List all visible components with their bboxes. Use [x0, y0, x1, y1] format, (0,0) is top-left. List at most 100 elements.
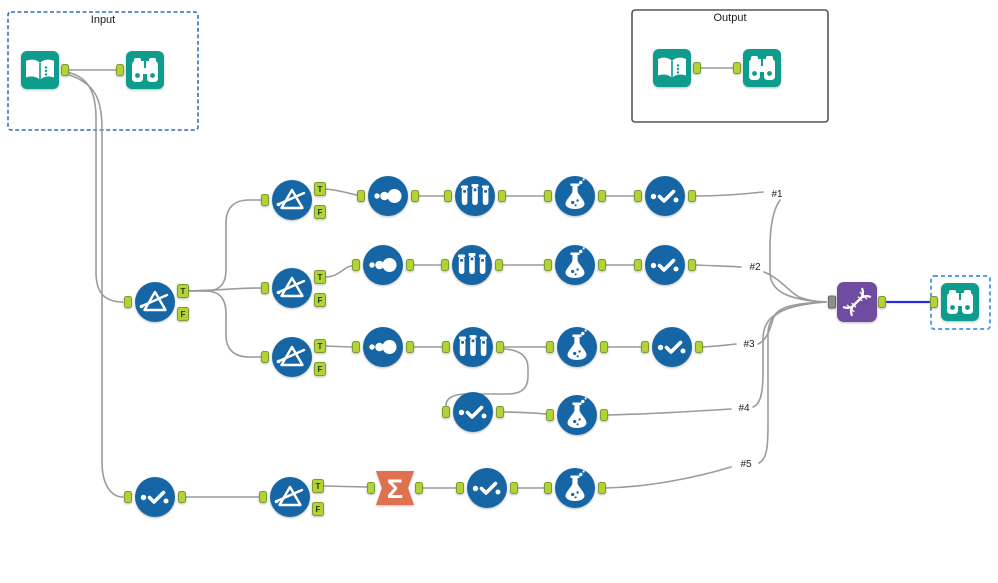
input-anchor[interactable]	[442, 406, 450, 418]
connection-mainfilter-to-filter1[interactable]	[187, 199, 263, 292]
input-anchor[interactable]	[546, 409, 554, 421]
input-anchor[interactable]	[124, 491, 132, 503]
output-container[interactable]	[631, 9, 829, 123]
tool-filter-1[interactable]: T F	[261, 178, 326, 222]
tool-sample-2[interactable]	[352, 245, 414, 285]
input-anchor[interactable]	[544, 190, 552, 202]
connection-row3-to-label3[interactable]	[702, 343, 737, 348]
output-anchor[interactable]	[411, 190, 419, 202]
tool-filter-3[interactable]: T F	[261, 335, 326, 379]
funnel-triangle-icon	[270, 266, 314, 310]
tool-create-samples-1[interactable]	[444, 176, 506, 216]
wireless-label-1[interactable]: #1	[771, 189, 783, 200]
true-anchor-label: T	[318, 342, 323, 351]
output-anchor[interactable]	[688, 259, 696, 271]
output-anchor[interactable]	[496, 406, 504, 418]
output-anchor[interactable]	[878, 296, 886, 308]
connection-row3-a[interactable]	[324, 345, 353, 348]
tool-filter-5[interactable]: T F	[259, 475, 324, 519]
output-anchor[interactable]	[598, 482, 606, 494]
output-anchor[interactable]	[693, 62, 701, 74]
tool-sample-1[interactable]	[357, 176, 419, 216]
input-container[interactable]	[7, 11, 199, 131]
tool-browse-final[interactable]	[930, 283, 980, 321]
tool-select-5a[interactable]	[124, 475, 186, 519]
tool-merge-macro[interactable]	[828, 280, 886, 324]
tool-select-1[interactable]	[634, 174, 696, 218]
tool-formula-4[interactable]	[546, 395, 608, 435]
output-anchor[interactable]	[178, 491, 186, 503]
input-anchor[interactable]	[828, 295, 836, 309]
output-anchor[interactable]	[406, 341, 414, 353]
connection-label4-to-merge[interactable]	[752, 301, 827, 408]
connection-row3-to-row4[interactable]	[445, 348, 529, 408]
tool-filter-2[interactable]: T F	[261, 266, 326, 310]
connection-row4-to-label4[interactable]	[607, 408, 732, 416]
tool-select-5b[interactable]	[456, 466, 518, 510]
input-anchor[interactable]	[456, 482, 464, 494]
input-anchor[interactable]	[367, 482, 375, 494]
input-anchor[interactable]	[444, 190, 452, 202]
connection-row2-to-label2[interactable]	[695, 264, 742, 268]
output-anchor[interactable]	[510, 482, 518, 494]
input-anchor[interactable]	[357, 190, 365, 202]
input-anchor[interactable]	[442, 341, 450, 353]
connection-row5-b[interactable]	[322, 485, 368, 488]
connection-row1-to-label1[interactable]	[695, 191, 764, 197]
output-anchor[interactable]	[600, 341, 608, 353]
output-anchor[interactable]	[688, 190, 696, 202]
input-anchor[interactable]	[441, 259, 449, 271]
tool-summarize-5[interactable]: Σ	[367, 471, 423, 505]
input-anchor[interactable]	[259, 491, 267, 503]
output-anchor[interactable]	[600, 409, 608, 421]
input-anchor[interactable]	[124, 296, 132, 308]
connection-row2-a[interactable]	[324, 265, 353, 278]
wireless-label-3[interactable]: #3	[743, 339, 755, 350]
input-anchor[interactable]	[634, 259, 642, 271]
connection-input-to-main-filter[interactable]	[65, 71, 124, 303]
connection-label1-to-merge[interactable]	[769, 199, 827, 303]
wireless-label-5[interactable]: #5	[740, 459, 752, 470]
input-anchor[interactable]	[352, 259, 360, 271]
output-anchor[interactable]	[61, 64, 69, 76]
input-anchor[interactable]	[352, 341, 360, 353]
output-anchor[interactable]	[496, 341, 504, 353]
output-anchor[interactable]	[598, 190, 606, 202]
tool-select-3[interactable]	[641, 325, 703, 369]
tool-select-4[interactable]	[442, 390, 504, 434]
connection-row4-a[interactable]	[503, 411, 547, 415]
tool-formula-1[interactable]	[544, 176, 606, 216]
wireless-label-2[interactable]: #2	[749, 262, 761, 273]
tool-formula-2[interactable]	[544, 245, 606, 285]
tool-sample-3[interactable]	[352, 327, 414, 367]
connection-row5-to-label5[interactable]	[605, 466, 732, 489]
tool-filter-main[interactable]: T F	[124, 280, 189, 324]
connection-row1-a[interactable]	[324, 188, 358, 196]
output-anchor[interactable]	[695, 341, 703, 353]
input-anchor[interactable]	[733, 62, 741, 74]
input-anchor[interactable]	[261, 351, 269, 363]
connection-mainfilter-to-filter3[interactable]	[187, 290, 263, 358]
output-anchor[interactable]	[498, 190, 506, 202]
input-anchor[interactable]	[930, 296, 938, 308]
wireless-label-4[interactable]: #4	[738, 403, 750, 414]
input-anchor[interactable]	[261, 282, 269, 294]
input-anchor[interactable]	[546, 341, 554, 353]
input-anchor[interactable]	[116, 64, 124, 76]
tool-create-samples-2[interactable]	[441, 245, 503, 285]
input-anchor[interactable]	[544, 482, 552, 494]
output-anchor[interactable]	[406, 259, 414, 271]
output-anchor[interactable]	[598, 259, 606, 271]
input-anchor[interactable]	[261, 194, 269, 206]
tool-formula-3[interactable]	[546, 327, 608, 367]
tool-select-2[interactable]	[634, 243, 696, 287]
output-anchor[interactable]	[415, 482, 423, 494]
input-anchor[interactable]	[544, 259, 552, 271]
connection-input-to-bottom-select[interactable]	[65, 73, 124, 498]
output-anchor[interactable]	[495, 259, 503, 271]
connection-label5-to-merge[interactable]	[758, 301, 827, 464]
tool-create-samples-3[interactable]	[442, 327, 504, 367]
input-anchor[interactable]	[641, 341, 649, 353]
input-anchor[interactable]	[634, 190, 642, 202]
tool-formula-5[interactable]	[544, 468, 606, 508]
